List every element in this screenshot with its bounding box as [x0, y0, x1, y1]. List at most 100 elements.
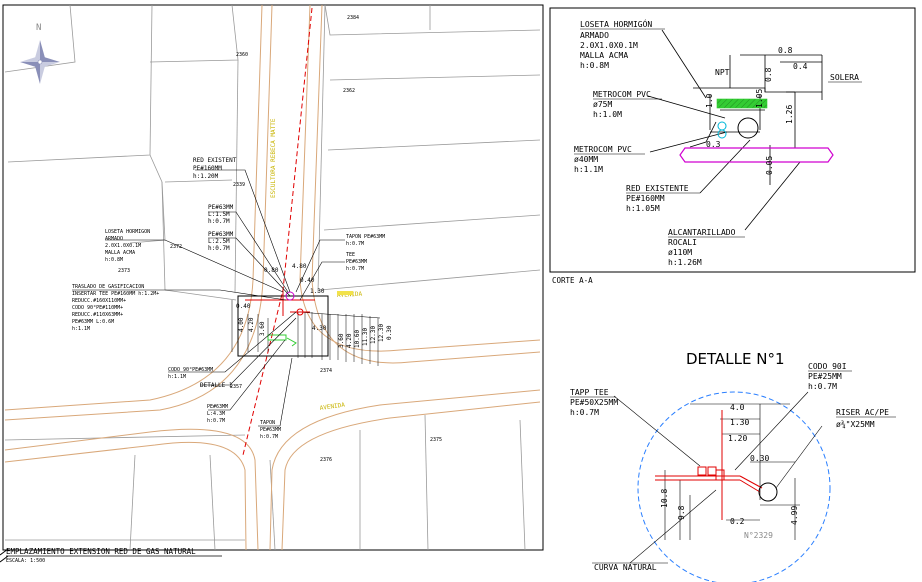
svg-text:PE#63MM: PE#63MM — [346, 259, 367, 265]
svg-text:CURVA NATURAL: CURVA NATURAL — [594, 563, 657, 572]
svg-text:3.60: 3.60 — [338, 333, 345, 348]
svg-text:0.30: 0.30 — [750, 454, 769, 463]
svg-text:4.00: 4.00 — [238, 317, 245, 332]
svg-text:4.20: 4.20 — [346, 333, 353, 348]
svg-text:4.0: 4.0 — [730, 403, 745, 412]
svg-text:DETALLE 1: DETALLE 1 — [200, 382, 233, 389]
pipe-network — [245, 290, 315, 316]
svg-text:h:0.7M: h:0.7M — [208, 245, 230, 252]
svg-text:10.60: 10.60 — [354, 330, 361, 348]
svg-text:0.40: 0.40 — [236, 303, 251, 310]
svg-text:REDUCC.#110X63MM+: REDUCC.#110X63MM+ — [72, 312, 123, 318]
svg-text:4.20: 4.20 — [248, 317, 255, 332]
svg-text:REDUCC.#160X110MM+: REDUCC.#160X110MM+ — [72, 298, 126, 304]
svg-text:2362: 2362 — [343, 88, 355, 94]
svg-text:9.8: 9.8 — [677, 505, 686, 520]
plan-scale: ESCALA: 1:500 — [6, 558, 45, 564]
svg-text:h:1.1M: h:1.1M — [574, 165, 603, 174]
svg-text:MALLA ACMA: MALLA ACMA — [580, 51, 628, 60]
street-label-h2: AVENIDA — [319, 401, 345, 412]
svg-text:h:0.7M: h:0.7M — [207, 418, 225, 424]
svg-text:10.8: 10.8 — [660, 489, 669, 508]
svg-text:PE#63MM: PE#63MM — [208, 231, 234, 238]
svg-text:2375: 2375 — [430, 437, 442, 443]
detail-circle — [637, 391, 831, 582]
svg-text:CODO 90I: CODO 90I — [808, 362, 847, 371]
svg-text:h:1.0M: h:1.0M — [593, 110, 622, 119]
svg-text:12.30: 12.30 — [370, 326, 377, 344]
svg-text:12.30: 12.30 — [378, 324, 385, 342]
lot-lines — [4, 4, 541, 551]
svg-text:0.30: 0.30 — [386, 325, 393, 340]
svg-text:CODO 90°PE#110MM+: CODO 90°PE#110MM+ — [72, 305, 123, 311]
svg-text:h:0.7M: h:0.7M — [260, 434, 278, 440]
svg-text:METROCOM PVC: METROCOM PVC — [574, 145, 632, 154]
svg-text:1.30: 1.30 — [730, 418, 749, 427]
svg-text:SOLERA: SOLERA — [830, 73, 859, 82]
svg-text:2374: 2374 — [320, 368, 332, 374]
svg-text:L:2.5M: L:2.5M — [208, 238, 230, 245]
section-pipes — [679, 117, 834, 163]
svg-text:TAPP TEE: TAPP TEE — [570, 388, 609, 397]
svg-text:1.30: 1.30 — [310, 288, 325, 295]
svg-text:ø¾"X25MM: ø¾"X25MM — [836, 420, 875, 429]
section-caption: CORTE A-A — [552, 276, 593, 285]
svg-text:0.3: 0.3 — [706, 140, 721, 149]
svg-text:h:0.7M: h:0.7M — [208, 218, 230, 225]
street-label-vertical: ESCULTORA REBECA MATTE — [270, 118, 277, 198]
svg-text:2.0X1.0X0.1M: 2.0X1.0X0.1M — [580, 41, 638, 50]
svg-text:RED EXISTENTE: RED EXISTENTE — [626, 184, 689, 193]
svg-text:h:0.7M: h:0.7M — [808, 382, 837, 391]
lot-numbers: 2384 2360 2362 2339 2372 2373 2374 2375 … — [118, 15, 442, 463]
svg-text:MALLA ACMA: MALLA ACMA — [105, 250, 135, 256]
svg-text:4.80: 4.80 — [292, 263, 307, 270]
detail-leaders — [592, 391, 823, 564]
section-annotations: LOSETA HORMIGÓN ARMADO 2.0X1.0X0.1M MALL… — [574, 18, 862, 267]
svg-text:2357: 2357 — [230, 384, 242, 390]
svg-text:0.8: 0.8 — [764, 67, 773, 82]
svg-text:PE#63MM: PE#63MM — [208, 204, 234, 211]
svg-text:ARMADO: ARMADO — [580, 31, 609, 40]
detail-annotations: TAPP TEE PE#50X25MM h:0.7M CODO 90I PE#2… — [570, 362, 896, 572]
svg-text:RISER AC/PE: RISER AC/PE — [836, 408, 889, 417]
svg-text:PE#160MM: PE#160MM — [193, 165, 222, 172]
svg-text:ø40MM: ø40MM — [574, 155, 598, 164]
svg-text:4.99: 4.99 — [790, 506, 799, 525]
north-label: N — [36, 23, 41, 33]
svg-text:PE#63MM: PE#63MM — [260, 427, 281, 433]
svg-text:0.40: 0.40 — [300, 277, 315, 284]
svg-text:ø75M: ø75M — [593, 100, 612, 109]
svg-text:METROCOM PVC: METROCOM PVC — [593, 90, 651, 99]
pvc-75-pipe — [737, 117, 759, 139]
pvc-40-pipe — [717, 121, 727, 131]
svg-text:TAPON PE#63MM: TAPON PE#63MM — [346, 234, 385, 240]
svg-text:PE#63MM: PE#63MM — [207, 404, 228, 410]
svg-text:LOSETA HORMIGÓN: LOSETA HORMIGÓN — [580, 18, 652, 29]
svg-text:0.05: 0.05 — [765, 156, 774, 175]
svg-text:4.30: 4.30 — [312, 325, 327, 332]
svg-text:11.30: 11.30 — [362, 328, 369, 346]
svg-text:h:1.20M: h:1.20M — [193, 173, 219, 180]
svg-text:1.20: 1.20 — [728, 434, 747, 443]
detail-pipes — [655, 410, 763, 520]
plan-annotations: RED EXISTENT PE#160MM h:1.20M PE#63MM L:… — [72, 157, 393, 440]
svg-text:1.05: 1.05 — [755, 89, 764, 108]
green-loseta — [267, 334, 287, 341]
svg-text:3.60: 3.60 — [259, 321, 266, 336]
plan-footer: EMPLAZAMIENTO EXTENSION RED DE GAS NATUR… — [0, 547, 222, 564]
svg-text:2.0X1.0X0.1M: 2.0X1.0X0.1M — [105, 243, 141, 249]
svg-text:h:0.8M: h:0.8M — [105, 257, 123, 263]
svg-text:L:4.3M: L:4.3M — [207, 411, 225, 417]
svg-text:CODO 90°PE#63MM: CODO 90°PE#63MM — [168, 367, 213, 373]
svg-text:h:1.1M: h:1.1M — [168, 374, 186, 380]
svg-text:TAPON: TAPON — [260, 420, 275, 426]
svg-text:INSERTAR TEE PE#160MM h:1.2M+: INSERTAR TEE PE#160MM h:1.2M+ — [72, 291, 159, 297]
svg-text:ALCANTARILLADO: ALCANTARILLADO — [668, 228, 736, 237]
svg-text:TRASLADO DE GASIFICACION: TRASLADO DE GASIFICACION — [72, 284, 144, 290]
section-cut: LOSETA HORMIGÓN ARMADO 2.0X1.0X0.1M MALL… — [549, 7, 916, 285]
svg-text:L:1.5M: L:1.5M — [208, 211, 230, 218]
svg-text:0.4: 0.4 — [793, 62, 808, 71]
svg-text:0.2: 0.2 — [730, 517, 745, 526]
svg-text:2339: 2339 — [233, 182, 245, 188]
